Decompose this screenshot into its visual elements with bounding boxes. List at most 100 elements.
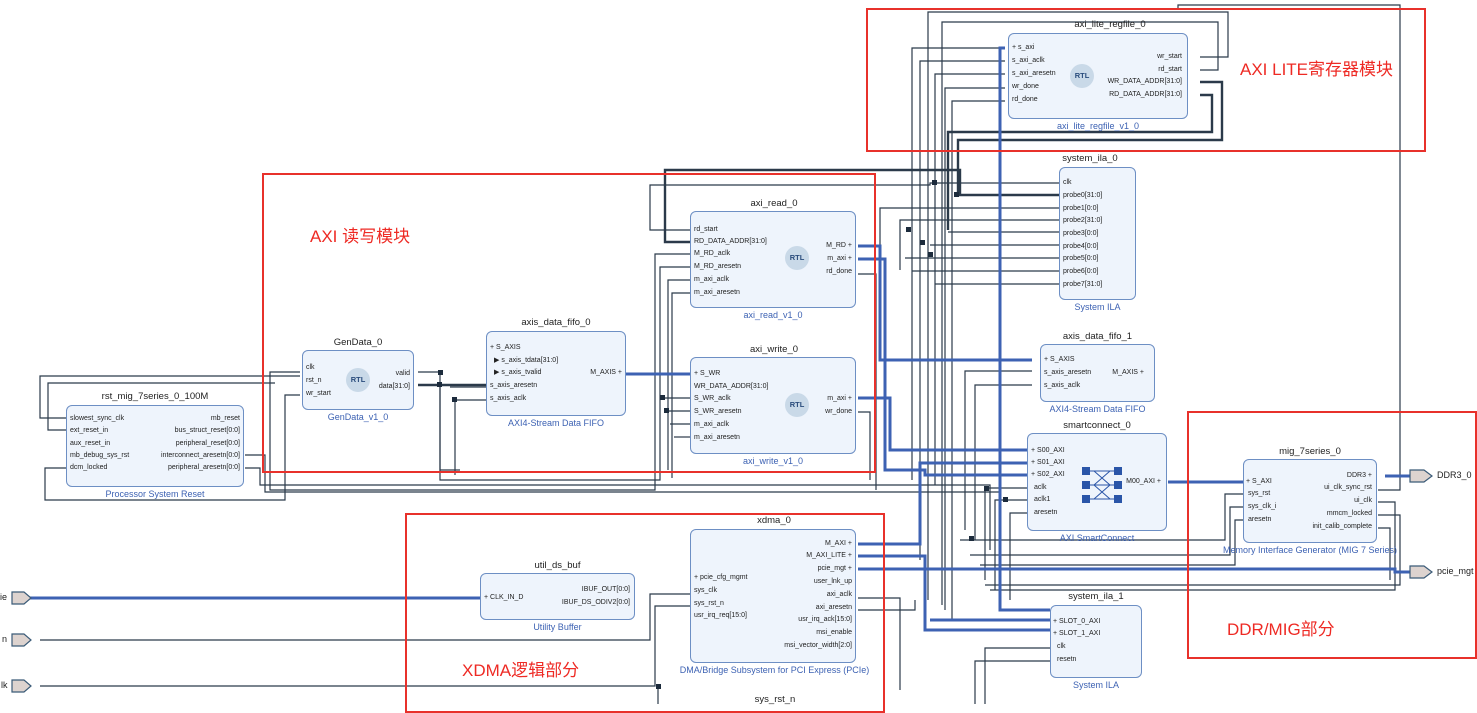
- pin[interactable]: + S01_AXI: [1031, 459, 1065, 466]
- pin[interactable]: sys_rst: [1248, 490, 1271, 497]
- pin[interactable]: axi_aclk: [826, 591, 852, 598]
- pin[interactable]: + S02_AXI: [1031, 471, 1065, 478]
- pin[interactable]: clk: [1057, 643, 1066, 650]
- pin[interactable]: M_RD +: [826, 242, 852, 249]
- pin[interactable]: s_axis_aresetn: [1044, 369, 1092, 376]
- pin[interactable]: + S_WR: [694, 370, 721, 377]
- pin[interactable]: probe6[0:0]: [1063, 268, 1099, 275]
- pin[interactable]: wr_done: [825, 408, 852, 415]
- port-rst-n[interactable]: n: [2, 634, 8, 644]
- pin[interactable]: + pcie_cfg_mgmt: [694, 574, 748, 581]
- pin[interactable]: s_axis_aresetn: [490, 382, 538, 389]
- pin[interactable]: aux_reset_in: [70, 440, 111, 447]
- pin[interactable]: m_axi +: [827, 255, 852, 262]
- pin[interactable]: rd_done: [826, 268, 852, 275]
- pin[interactable]: rd_start: [1158, 66, 1182, 73]
- pin[interactable]: rst_n: [306, 377, 322, 384]
- pin[interactable]: IBUF_OUT[0:0]: [581, 586, 630, 593]
- pin[interactable]: + S_AXIS: [1044, 356, 1075, 363]
- pin[interactable]: M_AXI_LITE +: [806, 552, 852, 559]
- port-clk[interactable]: lk: [1, 680, 8, 690]
- pin[interactable]: M00_AXI +: [1126, 478, 1161, 485]
- pin[interactable]: WR_DATA_ADDR[31:0]: [694, 383, 769, 390]
- port-pcie-clk[interactable]: ie: [0, 592, 8, 602]
- pin[interactable]: probe1[0:0]: [1063, 205, 1099, 212]
- pin[interactable]: s_axi_aclk: [1012, 57, 1045, 64]
- pin[interactable]: sys_clk: [694, 587, 717, 594]
- pin[interactable]: probe0[31:0]: [1063, 192, 1103, 199]
- pin[interactable]: + CLK_IN_D: [484, 594, 524, 601]
- pin[interactable]: m_axi_aresetn: [694, 289, 740, 296]
- pin[interactable]: m_axi_aclk: [694, 421, 730, 428]
- pin[interactable]: + SLOT_1_AXI: [1053, 630, 1101, 637]
- pin[interactable]: probe5[0:0]: [1063, 255, 1099, 262]
- pin[interactable]: aresetn: [1248, 516, 1272, 523]
- pin[interactable]: M_AXIS +: [590, 369, 622, 376]
- pin[interactable]: slowest_sync_clk: [70, 415, 125, 422]
- pin[interactable]: usr_irq_ack[15:0]: [798, 616, 852, 623]
- pin[interactable]: pcie_mgt +: [817, 565, 852, 572]
- pin[interactable]: clk: [306, 364, 315, 371]
- pin[interactable]: ▶ s_axis_tvalid: [494, 369, 542, 376]
- pin[interactable]: bus_struct_reset[0:0]: [174, 427, 240, 434]
- pin[interactable]: rd_done: [1012, 96, 1038, 103]
- pin[interactable]: M_AXIS +: [1112, 369, 1144, 376]
- pin[interactable]: RD_DATA_ADDR[31:0]: [694, 238, 767, 245]
- pin[interactable]: aclk: [1034, 484, 1047, 491]
- pin[interactable]: wr_start: [306, 390, 331, 397]
- pin[interactable]: peripheral_reset[0:0]: [175, 440, 240, 447]
- pin[interactable]: s_axis_aclk: [1044, 382, 1081, 389]
- pin[interactable]: DDR3 +: [1346, 472, 1372, 479]
- pin[interactable]: M_AXI +: [824, 540, 852, 547]
- pin[interactable]: IBUF_DS_ODIV2[0:0]: [561, 599, 630, 606]
- pin[interactable]: s_axi_aresetn: [1012, 70, 1056, 77]
- pin[interactable]: probe3[0:0]: [1063, 230, 1099, 237]
- pin[interactable]: probe4[0:0]: [1063, 243, 1099, 250]
- pin[interactable]: aresetn: [1034, 509, 1058, 516]
- pin[interactable]: sys_rst_n: [694, 600, 724, 607]
- pin[interactable]: ext_reset_in: [70, 427, 109, 434]
- pin[interactable]: WR_DATA_ADDR[31:0]: [1107, 78, 1182, 85]
- pin[interactable]: mb_debug_sys_rst: [70, 452, 130, 459]
- pin[interactable]: s_axis_aclk: [490, 395, 527, 402]
- pin[interactable]: user_lnk_up: [813, 578, 852, 585]
- pin[interactable]: sys_clk_i: [1248, 503, 1277, 510]
- pin[interactable]: m_axi_aclk: [694, 276, 730, 283]
- pin[interactable]: m_axi_aresetn: [694, 434, 740, 441]
- pin[interactable]: data[31:0]: [378, 383, 410, 390]
- port-ddr3[interactable]: DDR3_0: [1437, 470, 1472, 480]
- pin[interactable]: ui_clk: [1354, 497, 1372, 504]
- pin[interactable]: + s_axi: [1012, 44, 1035, 51]
- pin[interactable]: M_RD_aclk: [694, 250, 731, 257]
- pin[interactable]: usr_irq_req[15:0]: [694, 612, 747, 619]
- pin[interactable]: + SLOT_0_AXI: [1053, 618, 1101, 625]
- pin[interactable]: msi_enable: [816, 629, 852, 636]
- pin[interactable]: + S_AXI: [1246, 478, 1272, 485]
- pin[interactable]: axi_aresetn: [815, 604, 852, 611]
- pin[interactable]: dcm_locked: [70, 464, 108, 471]
- pin[interactable]: + S00_AXI: [1031, 447, 1065, 454]
- pin[interactable]: mmcm_locked: [1326, 510, 1372, 517]
- pin[interactable]: interconnect_aresetn[0:0]: [161, 452, 240, 459]
- pin[interactable]: wr_done: [1012, 83, 1039, 90]
- pin[interactable]: S_WR_aclk: [694, 395, 731, 402]
- pin[interactable]: S_WR_aresetn: [694, 408, 742, 415]
- pin[interactable]: + S_AXIS: [490, 344, 521, 351]
- pin[interactable]: peripheral_aresetn[0:0]: [168, 464, 240, 471]
- port-pcie-mgt[interactable]: pcie_mgt: [1437, 566, 1474, 576]
- pin[interactable]: M_RD_aresetn: [694, 263, 742, 270]
- pin[interactable]: init_calib_complete: [1312, 523, 1372, 530]
- pin[interactable]: probe7[31:0]: [1063, 281, 1103, 288]
- pin[interactable]: RD_DATA_ADDR[31:0]: [1109, 91, 1182, 98]
- pin[interactable]: msi_vector_width[2:0]: [784, 642, 852, 649]
- pin[interactable]: ui_clk_sync_rst: [1324, 484, 1372, 491]
- pin[interactable]: mb_reset: [210, 415, 240, 422]
- pin[interactable]: aclk1: [1034, 496, 1051, 503]
- pin[interactable]: rd_start: [694, 226, 718, 233]
- pin[interactable]: wr_start: [1157, 53, 1182, 60]
- pin[interactable]: probe2[31:0]: [1063, 217, 1103, 224]
- pin[interactable]: resetn: [1057, 656, 1077, 663]
- pin[interactable]: clk: [1063, 179, 1072, 186]
- pin[interactable]: ▶ s_axis_tdata[31:0]: [494, 357, 559, 364]
- pin[interactable]: valid: [395, 370, 410, 377]
